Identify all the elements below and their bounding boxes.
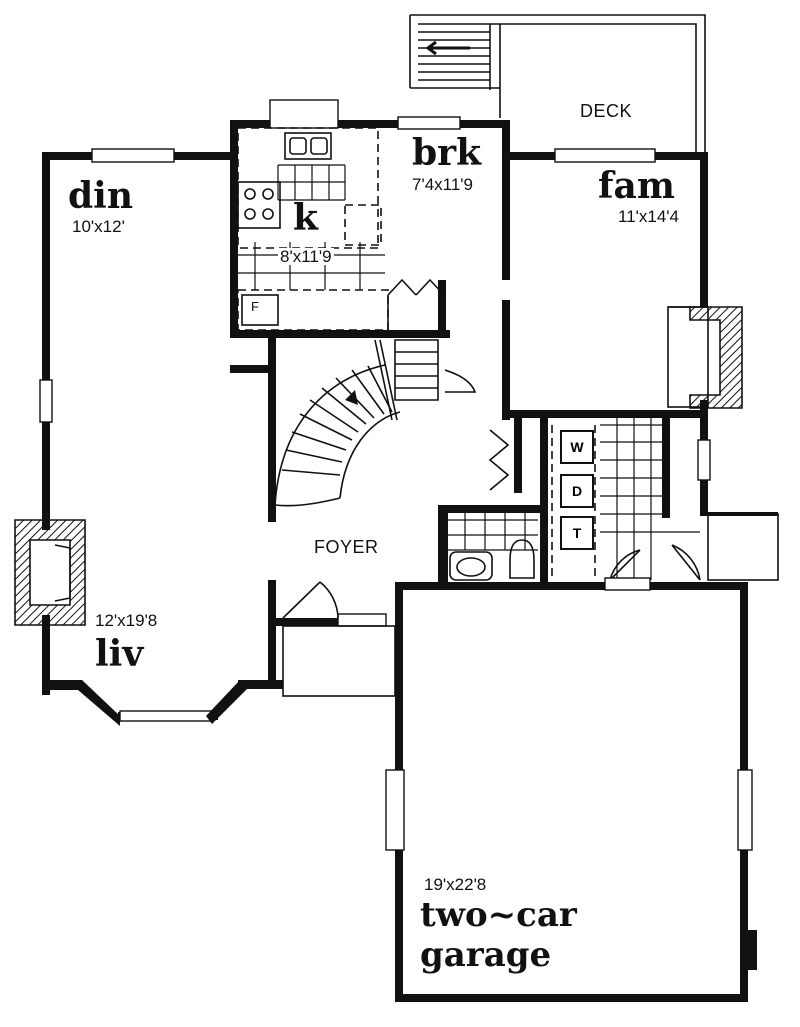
garage-name-line2: garage	[420, 935, 552, 975]
garage-size: 19'x22'8	[424, 875, 487, 894]
dryer-label: D	[571, 483, 583, 499]
living-room-name: liv	[95, 633, 144, 675]
washer-box: W	[560, 430, 594, 464]
family-size: 11'x14'4	[618, 207, 680, 226]
deck-label: DECK	[580, 101, 633, 121]
tub-box: T	[560, 516, 594, 550]
tub-label: T	[572, 525, 582, 541]
breakfast-name: brk	[412, 132, 482, 174]
staircase	[274, 339, 477, 507]
family-name: fam	[598, 165, 675, 207]
living-room-size: 12'x19'8	[95, 611, 158, 630]
garage-name-line1: two~car	[420, 895, 577, 935]
dining-room-name: din	[68, 175, 134, 217]
kitchen-size: 8'x11'9	[278, 247, 334, 266]
dining-room-size: 10'x12'	[72, 217, 125, 236]
foyer-label: FOYER	[314, 537, 379, 557]
kitchen-fixtures	[237, 127, 445, 331]
deck	[409, 14, 706, 160]
fridge-label: F	[251, 299, 259, 314]
deck-stairs	[418, 31, 490, 81]
interior-walls	[230, 160, 779, 585]
family-fireplace	[667, 306, 743, 409]
exterior-walls	[39, 99, 757, 1002]
washer-label: W	[570, 439, 584, 455]
kitchen-name: k	[293, 197, 318, 239]
laundry-bath	[448, 418, 701, 591]
front-door	[282, 581, 339, 619]
living-fireplace	[14, 519, 86, 626]
dryer-box: D	[560, 474, 594, 508]
breakfast-size: 7'4x11'9	[412, 175, 474, 194]
